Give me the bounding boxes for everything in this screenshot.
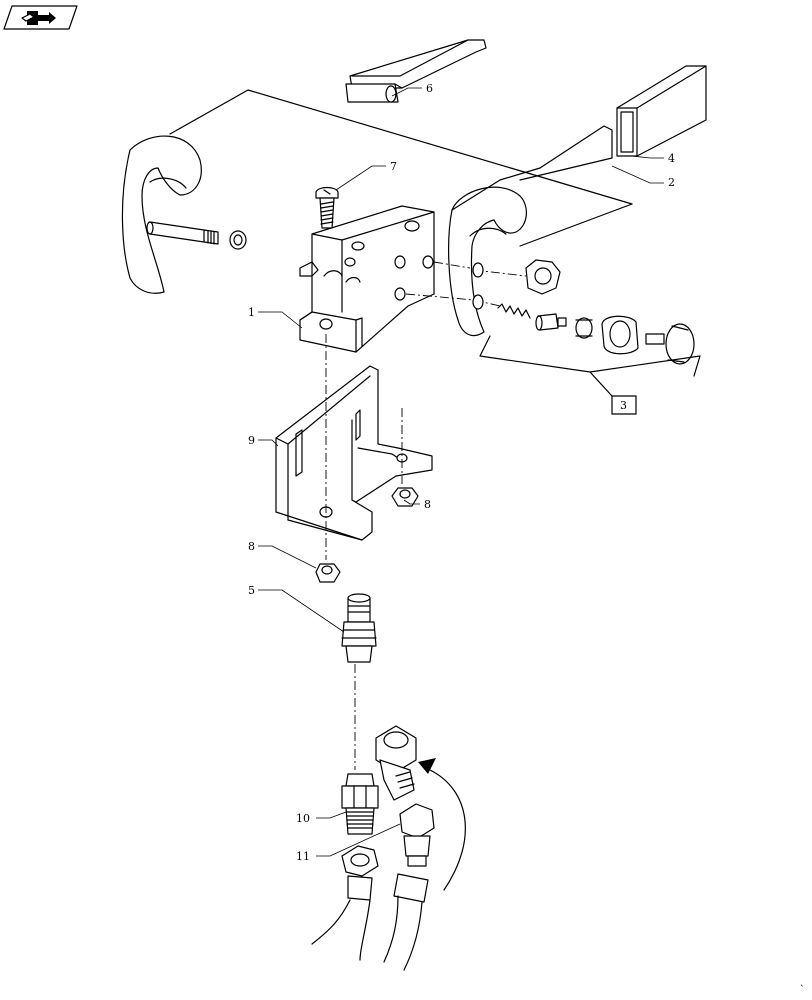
- nav-arrow-button[interactable]: [3, 5, 78, 30]
- callout-2: 2: [668, 176, 675, 189]
- callout-3: 3: [620, 399, 627, 412]
- callout-8-left: 8: [248, 540, 255, 553]
- callout-8-right: 8: [424, 498, 431, 511]
- callout-7: 7: [390, 160, 397, 173]
- direction-arrow: [418, 758, 466, 891]
- callout-10: 10: [296, 812, 310, 825]
- corner-mark: `: [800, 984, 805, 995]
- part-8-nut-left: [315, 563, 341, 583]
- callout-11: 11: [296, 850, 310, 863]
- callout-5: 5: [248, 584, 255, 597]
- part-10-adapter: [341, 773, 379, 835]
- part-8-nut-right: [391, 487, 419, 507]
- leaders: [258, 87, 664, 857]
- part-3-plunger-assembly: [473, 259, 701, 415]
- part-6-handle: [345, 39, 487, 103]
- callout-6: 6: [426, 82, 433, 95]
- part-9-bracket: [275, 365, 433, 541]
- callout-1: 1: [248, 306, 255, 319]
- arrow-icon: [27, 11, 56, 25]
- left-pin: [146, 221, 247, 250]
- hoses: [311, 873, 429, 971]
- part-1-block: [299, 205, 484, 353]
- part-4-tube: [616, 65, 707, 157]
- main-frame: [121, 89, 633, 337]
- callout-9: 9: [248, 434, 255, 447]
- callout-4: 4: [668, 152, 675, 165]
- part-11-hose-fitting: [341, 803, 435, 877]
- part-5-coupler: [341, 593, 377, 663]
- part-7-screw: [315, 186, 339, 229]
- elbow-fitting: [375, 725, 417, 801]
